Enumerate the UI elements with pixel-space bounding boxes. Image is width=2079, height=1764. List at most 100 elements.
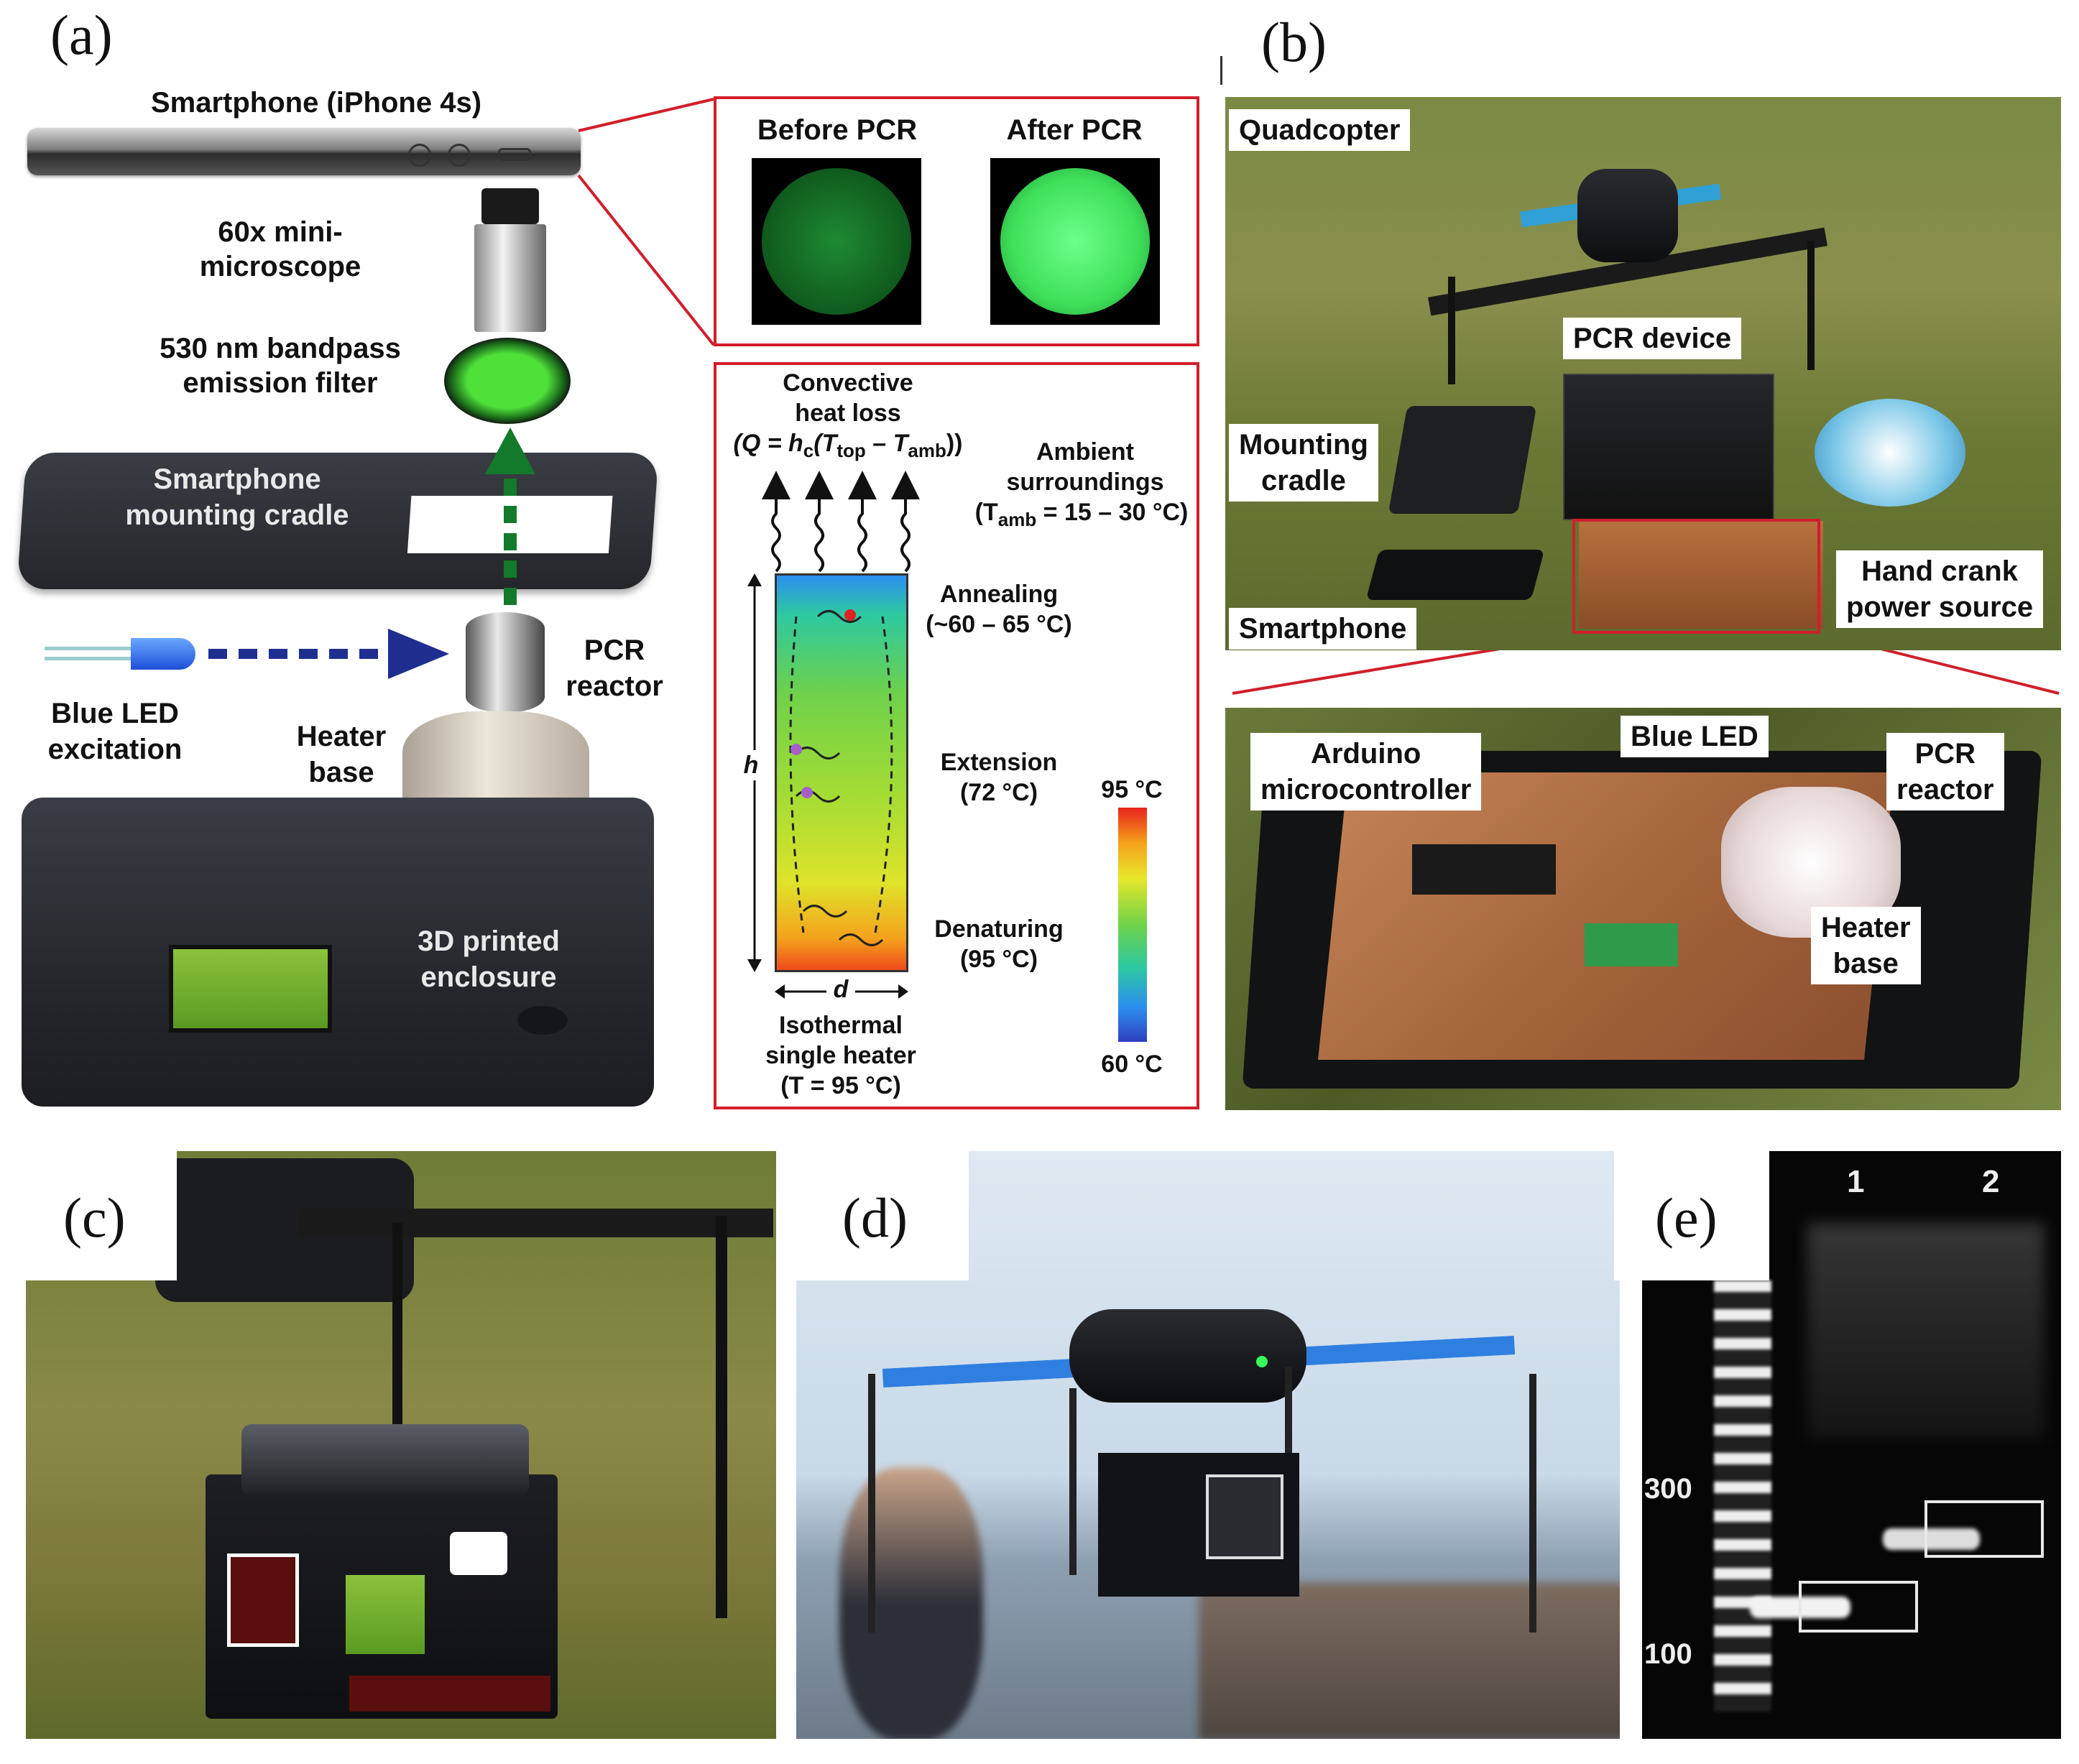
dna-cycle-diagram (789, 609, 893, 946)
panel-c-letter: (c) (63, 1186, 126, 1249)
emission-filter-image (444, 338, 571, 424)
marker-label-300: 300 (1644, 1473, 1692, 1505)
phone-button-icon (408, 144, 431, 167)
convective-label-2: heat loss (795, 400, 901, 427)
microscope-image (467, 188, 553, 332)
panel-a-letter: (a) (50, 4, 113, 66)
panel-c-letter-box (26, 1151, 177, 1280)
formula-part: (Q = h (733, 430, 803, 457)
extension-label-1: Extension (940, 749, 1058, 776)
marker-label-100: 100 (1644, 1638, 1692, 1670)
pcr-device-label: PCR device (1563, 318, 1742, 359)
lcd-screen-c (346, 1575, 425, 1654)
department-banner (349, 1676, 550, 1712)
pcr-box-flying-image (1098, 1453, 1299, 1597)
scale-top-label: 95 °C (1101, 776, 1163, 803)
status-led-icon (1256, 1356, 1268, 1367)
excitation-arrow-icon (208, 629, 449, 679)
enclosure-label-1: 3D printed (418, 925, 560, 957)
tamu-logo (227, 1553, 299, 1647)
microscope-label-2: microscope (199, 251, 361, 282)
microscope-label-1: 60x mini- (218, 216, 343, 248)
pcr-b-label-2: reactor (1896, 774, 1994, 805)
mounting-cradle-small-image (1388, 406, 1537, 514)
lcd-screen (169, 945, 332, 1033)
panel-d-letter: (d) (842, 1186, 908, 1249)
height-label: h (740, 750, 762, 780)
hand-crank-image (1815, 399, 1965, 507)
enclosure-image (22, 798, 654, 1107)
mounting-label-1: Mounting (1239, 429, 1368, 461)
phone-button-icon (448, 144, 471, 167)
gel-ladder (1714, 1280, 1771, 1712)
pcr-b-label-1: PCR (1914, 738, 1976, 770)
field-setup-photo (1225, 97, 2061, 650)
lane-label-2: 2 (1982, 1164, 2000, 1199)
isothermal-label-1: Isothermal (779, 1012, 903, 1039)
annealing-label-2: (~60 – 65 °C) (926, 611, 1072, 638)
heater-b-label-2: base (1833, 948, 1899, 979)
circuit-highlight-box (1572, 519, 1820, 634)
person-blur (839, 1467, 983, 1739)
terminal-block-image (1585, 923, 1678, 966)
ambient-label-2: surroundings (1006, 468, 1164, 496)
cradle-label-2: mounting cradle (125, 499, 349, 531)
reactor-label-2: reactor (566, 670, 663, 702)
smartphone-small-image (1365, 550, 1545, 600)
cradle-label-1: Smartphone (153, 463, 321, 495)
device-on-grass-photo (26, 1151, 776, 1739)
mounting-label-2: cradle (1261, 465, 1346, 497)
blue-led-image (45, 638, 195, 670)
before-pcr-image (752, 158, 921, 325)
ambient-part: amb (997, 509, 1037, 530)
formula-part: )) (946, 430, 963, 457)
smartphone-label: Smartphone (iPhone 4s) (150, 87, 482, 119)
filter-label-2: emission filter (183, 367, 378, 399)
panel-e-letter-box (1614, 1151, 1769, 1280)
convection-diagram-box (714, 362, 1199, 1109)
ambient-label-3: (Tamb = 15 – 30 °C) (963, 497, 1200, 535)
panel-d-letter-box (796, 1151, 969, 1280)
lane-label-1: 1 (1847, 1164, 1865, 1199)
band-box-lane-1 (1799, 1581, 1918, 1633)
tamu-logo-d (1206, 1474, 1283, 1559)
convective-label-1: Convective (783, 369, 913, 397)
drone-body-image (155, 1151, 773, 1618)
reactor-label-1: PCR (584, 634, 645, 666)
blue-led-b-label: Blue LED (1621, 716, 1769, 757)
convective-formula: (Q = hc(Ttop – Tamb)) (715, 428, 981, 466)
formula-part: (T (813, 430, 837, 457)
formula-part: top (836, 440, 866, 461)
hand-label-2: power source (1846, 591, 2034, 623)
ambient-part: (T (974, 499, 998, 526)
circuit-board-small-image (1579, 521, 1823, 629)
after-pcr-label: After PCR (1006, 114, 1143, 146)
emission-arrow-icon (485, 428, 535, 632)
hand-crank-label: Hand crank power source (1836, 550, 2044, 628)
panel-e-letter: (e) (1655, 1186, 1718, 1249)
gel-electrophoresis-image (1642, 1151, 2061, 1739)
quadcopter-label: Quadcopter (1229, 109, 1411, 151)
ai-logo (450, 1532, 507, 1575)
pcr-reactor-b-label: PCR reactor (1886, 733, 2004, 811)
isothermal-label-3: (T = 95 °C) (780, 1072, 901, 1099)
gel-band-lane-2 (1883, 1528, 1980, 1550)
smartphone-on-box-image (241, 1424, 529, 1496)
gel-smear (1807, 1223, 2045, 1439)
pcr-reactor-image (466, 612, 545, 713)
temperature-color-scale (1118, 808, 1147, 1042)
pcr-box-image (206, 1474, 558, 1719)
band-box-lane-2 (1924, 1500, 2044, 1558)
heater-label-2: base (308, 757, 374, 788)
arduino-label-2: microcontroller (1260, 774, 1472, 805)
arduino-label: Arduino microcontroller (1250, 733, 1482, 811)
before-pcr-label: Before PCR (757, 114, 918, 146)
extension-label-2: (72 °C) (959, 779, 1038, 806)
microcontroller-chip-image (1412, 844, 1556, 895)
annealing-label-1: Annealing (939, 581, 1059, 608)
isothermal-label-2: single heater (765, 1042, 916, 1069)
pcr-result-box (714, 96, 1199, 346)
pcr-device-image (1563, 374, 1774, 520)
formula-part: amb (908, 440, 946, 461)
led-label-1: Blue LED (51, 698, 179, 729)
